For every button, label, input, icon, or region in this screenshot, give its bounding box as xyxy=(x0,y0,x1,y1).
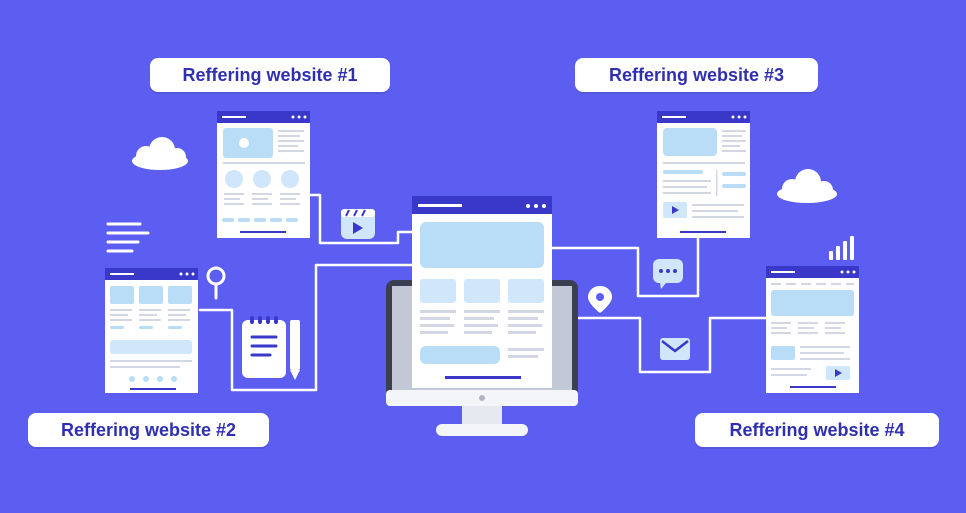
site-2-window xyxy=(105,268,198,393)
text-lines-icon xyxy=(106,222,150,253)
label-referring-website-3: Reffering website #3 xyxy=(575,58,818,92)
connector-site-2-upper xyxy=(198,263,414,392)
connector-lines xyxy=(198,193,768,392)
notepad-icon xyxy=(242,316,286,378)
label-referring-website-2: Reffering website #2 xyxy=(28,413,269,447)
cloud-icon xyxy=(132,137,188,170)
video-play-icon xyxy=(341,209,375,239)
label-referring-website-4: Reffering website #4 xyxy=(695,413,939,447)
label-referring-website-1: Reffering website #1 xyxy=(150,58,390,92)
connector-site-3 xyxy=(550,236,700,298)
site-4-window xyxy=(766,266,859,393)
bar-chart-icon xyxy=(829,236,854,260)
magnifier-icon xyxy=(206,266,226,300)
center-website-window xyxy=(412,196,552,388)
cloud-icon xyxy=(777,169,837,203)
connector-site-1 xyxy=(308,193,414,245)
site-1-window xyxy=(217,111,310,238)
pencil-icon xyxy=(290,320,300,380)
location-pin-icon xyxy=(588,286,612,313)
envelope-icon xyxy=(660,338,690,360)
site-3-window xyxy=(657,111,750,238)
connector-site-4 xyxy=(550,316,768,374)
chat-bubble-icon xyxy=(653,259,683,289)
